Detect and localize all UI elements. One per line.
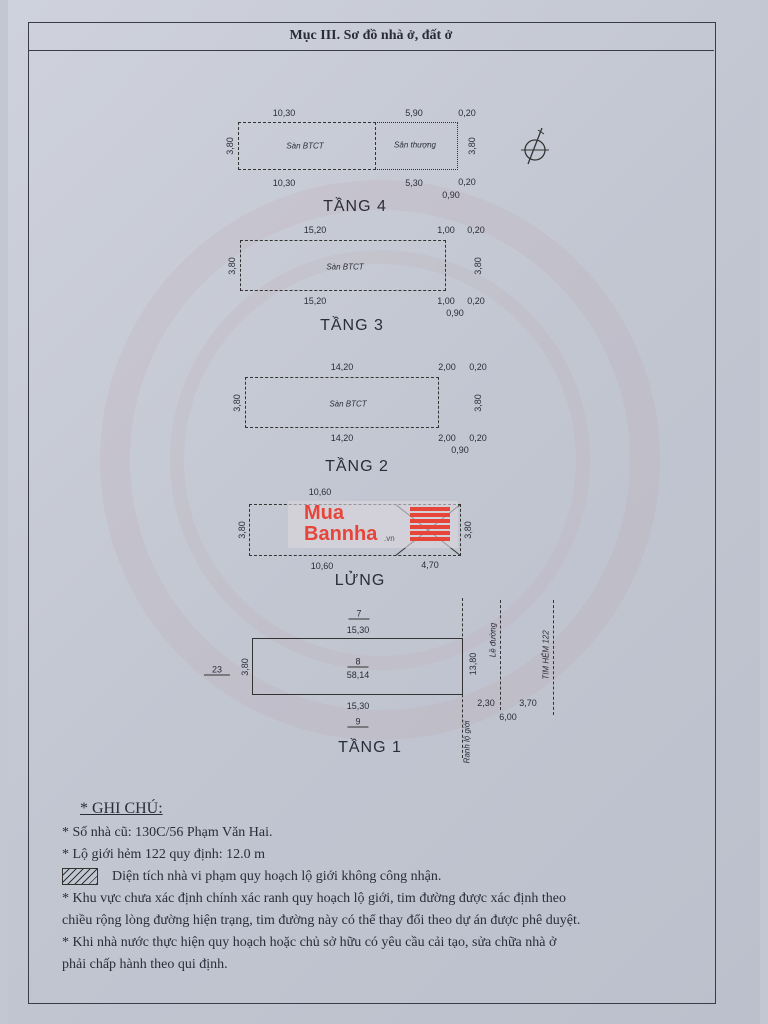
watermark-text: Mua xyxy=(304,502,344,524)
area-label: Sàn BTCT xyxy=(326,262,364,272)
dimension: 2,30 xyxy=(477,698,495,708)
floor-title: TẦNG 3 xyxy=(320,317,384,334)
note-line: phải chấp hành theo qui định. xyxy=(62,957,228,972)
dimension: 15,20 xyxy=(303,225,327,235)
dimension: 1,00 xyxy=(437,296,455,306)
dimension: 0,90 xyxy=(442,190,460,200)
dimension: 3,80 xyxy=(227,257,237,275)
dimension: 0,20 xyxy=(467,296,485,306)
dimension: 15,20 xyxy=(303,296,327,306)
dimension: 10,60 xyxy=(308,487,332,497)
hatch-legend-icon xyxy=(62,868,98,886)
sidewalk-label: Lề đường xyxy=(488,622,498,658)
boundary-label: Ranh lộ giới xyxy=(462,720,472,764)
dimension: 5,30 xyxy=(405,178,423,188)
building-logo-icon xyxy=(410,507,450,541)
dimension: 1,00 xyxy=(437,225,455,235)
dimension: 4,70 xyxy=(421,560,439,570)
alley-center-label: TIM HẺM 122 xyxy=(541,630,551,680)
note-line: Diện tích nhà vi phạm quy hoạch lộ giới … xyxy=(112,869,442,884)
dimension: 15,30 xyxy=(346,625,370,635)
dimension: 3,80 xyxy=(467,137,477,155)
dimension: 3,80 xyxy=(463,521,473,539)
document-frame xyxy=(28,22,716,1004)
dimension: 2,00 xyxy=(438,362,456,372)
floor-title: TẦNG 2 xyxy=(325,458,389,475)
notes-heading: * GHI CHÚ: xyxy=(80,800,163,817)
dimension: 13,80 xyxy=(468,652,478,676)
lot-number: 7 xyxy=(348,609,370,620)
dimension: 3,80 xyxy=(240,658,250,676)
notes-section: * GHI CHÚ: * Số nhà cũ: 130C/56 Phạm Văn… xyxy=(62,798,712,976)
dimension: 0,90 xyxy=(446,308,464,318)
dimension: 10,60 xyxy=(310,561,334,571)
dimension: 0,20 xyxy=(469,433,487,443)
dimension: 3,80 xyxy=(225,137,235,155)
dimension: 3,80 xyxy=(232,394,242,412)
boundary-line xyxy=(462,598,463,758)
floor4-slab xyxy=(238,122,376,170)
dimension: 0,90 xyxy=(451,445,469,455)
floor4-terrace xyxy=(375,122,458,170)
dimension: 3,70 xyxy=(519,698,537,708)
note-line: * Khu vực chưa xác định chính xác ranh q… xyxy=(62,891,566,906)
sidewalk-line xyxy=(500,600,501,710)
lot-number: 8 xyxy=(347,657,369,668)
dimension: 0,20 xyxy=(458,108,476,118)
note-line: * Khi nhà nước thực hiện quy hoạch hoặc … xyxy=(62,935,557,950)
alley-center-line xyxy=(553,600,554,715)
watermark-text: Bannha xyxy=(304,523,378,545)
note-line: * Lộ giới hẻm 122 quy định: 12.0 m xyxy=(62,847,266,862)
area-label: Sân thượng xyxy=(394,140,436,150)
lot-number: 23 xyxy=(203,665,231,676)
dimension: 0,20 xyxy=(458,177,476,187)
dimension: 3,80 xyxy=(473,257,483,275)
lot-number: 9 xyxy=(347,717,369,728)
dimension: 14,20 xyxy=(330,433,354,443)
dimension: 10,30 xyxy=(272,178,296,188)
section-title: Mục III. Sơ đồ nhà ở, đất ở xyxy=(28,22,714,51)
watermark-domain: .vn xyxy=(384,534,395,543)
dimension: 0,20 xyxy=(467,225,485,235)
floor-title: LỬNG xyxy=(334,572,386,589)
dimension: 6,00 xyxy=(499,712,517,722)
floor3-slab xyxy=(240,240,446,291)
dimension: 3,80 xyxy=(473,394,483,412)
dimension: 2,00 xyxy=(438,433,456,443)
dimension: 15,30 xyxy=(346,701,370,711)
floor-title: TẦNG 1 xyxy=(338,739,402,756)
floor2-slab xyxy=(245,377,439,428)
north-arrow-icon xyxy=(521,127,549,165)
note-line: chiều rộng lòng đường hiện trạng, tim đư… xyxy=(62,913,581,928)
floor-title: TẦNG 4 xyxy=(323,198,387,215)
note-line: * Số nhà cũ: 130C/56 Phạm Văn Hai. xyxy=(62,825,273,840)
dimension: 14,20 xyxy=(330,362,354,372)
dimension: 3,80 xyxy=(237,521,247,539)
area-label: Sàn BTCT xyxy=(329,399,367,409)
area-label: Sàn BTCT xyxy=(286,141,324,151)
dimension: 5,90 xyxy=(405,108,423,118)
dimension: 0,20 xyxy=(469,362,487,372)
dimension: 10,30 xyxy=(272,108,296,118)
plot-area: 58,14 xyxy=(346,670,370,680)
